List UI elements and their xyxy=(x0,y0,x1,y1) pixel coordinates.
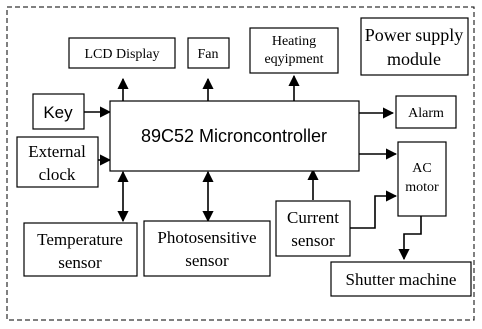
heating-label-line2: eqyipment xyxy=(264,52,323,67)
connectors xyxy=(84,74,422,261)
photo-label-line2: sensor xyxy=(185,251,229,270)
key-block: Key xyxy=(32,93,85,130)
power-supply-block: Power supply module xyxy=(360,17,469,76)
temperature-label-line1: Temperature xyxy=(37,230,123,249)
ac-motor-label-line1: AC xyxy=(412,161,431,176)
system-boundary xyxy=(6,6,475,321)
clock-label-line2: clock xyxy=(39,165,76,184)
lcd-display-label: LCD Display xyxy=(84,47,159,62)
fan-label: Fan xyxy=(198,47,219,62)
temperature-sensor-block: Temperature sensor xyxy=(23,222,138,277)
temperature-label-line2: sensor xyxy=(58,253,102,272)
alarm-block: Alarm xyxy=(395,95,457,129)
power-label-line1: Power supply xyxy=(365,25,464,45)
photosensitive-sensor-block: Photosensitive sensor xyxy=(143,220,271,277)
fan-block: Fan xyxy=(187,37,230,69)
current-label-line1: Current xyxy=(287,208,339,227)
power-label-line2: module xyxy=(387,49,441,69)
photo-label-line1: Photosensitive xyxy=(157,228,256,247)
external-clock-block: External clock xyxy=(16,136,99,188)
alarm-label: Alarm xyxy=(408,106,444,121)
shutter-label: Shutter machine xyxy=(346,270,457,289)
lcd-display-block: LCD Display xyxy=(68,37,176,69)
clock-label-line1: External xyxy=(28,142,86,161)
ac-motor-label-line2: motor xyxy=(405,180,439,195)
arrow-ac-motor-to-shutter xyxy=(398,216,422,261)
current-sensor-block: Current sensor xyxy=(275,200,351,257)
mcu-block: 89C52 Microncontroller xyxy=(109,100,360,172)
current-label-line2: sensor xyxy=(291,231,335,250)
arrow-current-to-ac-motor xyxy=(350,190,398,229)
key-label: Key xyxy=(43,103,73,122)
ac-motor-block: AC motor xyxy=(397,141,447,217)
shutter-machine-block: Shutter machine xyxy=(330,261,472,297)
heating-label-line1: Heating xyxy=(272,34,316,49)
heating-equipment-block: Heating eqyipment xyxy=(249,27,339,74)
mcu-label: 89C52 Microncontroller xyxy=(141,126,327,146)
